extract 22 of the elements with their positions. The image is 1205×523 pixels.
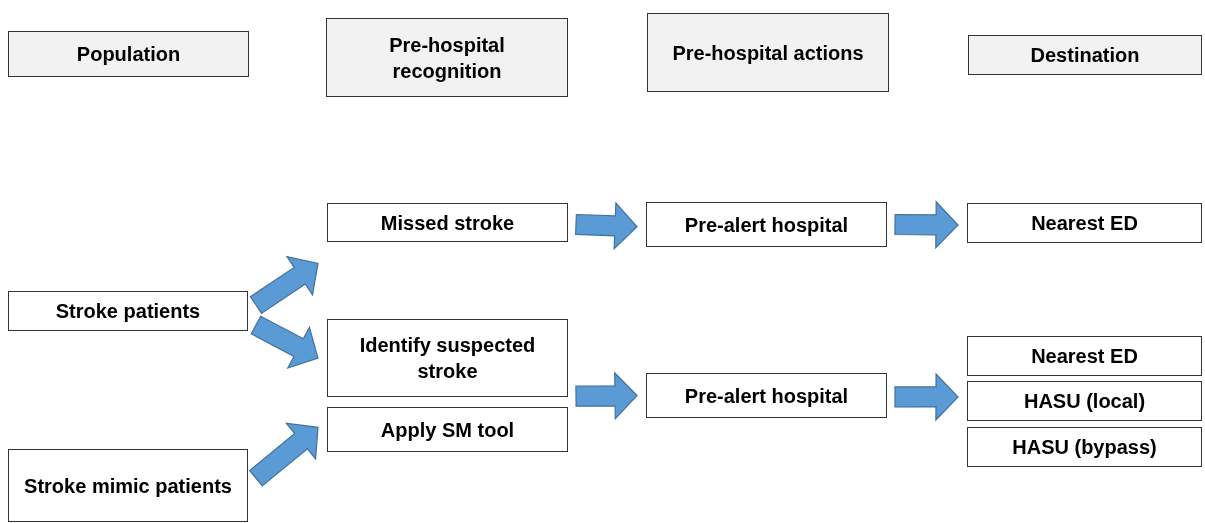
block-arrow [248, 422, 319, 487]
column-header-box: Pre-hospital actions [647, 13, 889, 92]
column-header-box: Destination [968, 35, 1202, 75]
block-arrow [249, 255, 319, 315]
process-box: Nearest ED [967, 336, 1202, 376]
process-box: Identify suspected stroke [327, 319, 568, 397]
process-box: Stroke mimic patients [8, 449, 248, 522]
block-arrow [250, 315, 319, 370]
process-box: Pre-alert hospital [646, 202, 887, 247]
process-box: HASU (local) [967, 381, 1202, 421]
process-box: Pre-alert hospital [646, 373, 887, 418]
process-box: Missed stroke [327, 203, 568, 242]
column-header-box: Population [8, 31, 249, 77]
process-box: HASU (bypass) [967, 427, 1202, 467]
process-box: Stroke patients [8, 291, 248, 331]
process-box: Apply SM tool [327, 407, 568, 452]
block-arrow [894, 200, 959, 250]
process-box: Nearest ED [967, 203, 1202, 243]
block-arrow [574, 201, 638, 251]
column-header-box: Pre-hospital recognition [326, 18, 568, 97]
block-arrow [894, 372, 959, 422]
block-arrow [575, 371, 638, 421]
